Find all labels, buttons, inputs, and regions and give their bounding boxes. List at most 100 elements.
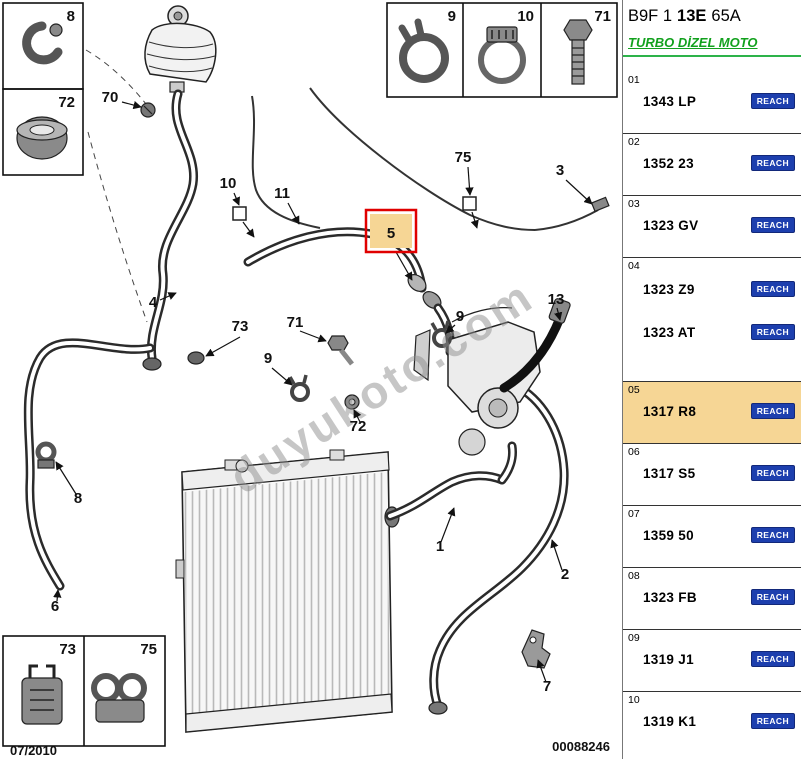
callout-13[interactable]: 13 [548,291,565,308]
row-index: 02 [628,136,640,148]
callout-6[interactable]: 6 [51,598,59,615]
inset-label-8: 8 [67,8,75,25]
part-code: B9F 1 13E 65A [623,0,801,26]
panel-header: B9F 1 13E 65A TURBO DİZEL MOTO [623,0,801,72]
callout-4[interactable]: 4 [149,294,158,311]
reach-badge[interactable]: REACH [750,527,795,543]
callout-71[interactable]: 71 [287,314,304,331]
part-number: 1319 K1 [643,713,697,729]
square-marker-75 [462,196,477,211]
clamp-73b [187,351,205,365]
parts-row-01[interactable]: 01 1343 LP REACH [623,72,801,134]
callout-5-highlight[interactable]: 5 [364,208,418,254]
parts-panel: B9F 1 13E 65A TURBO DİZEL MOTO 01 1343 L… [622,0,801,759]
row-index: 04 [628,260,640,272]
row-index: 06 [628,446,640,458]
reach-badge[interactable]: REACH [750,589,795,605]
reach-badge[interactable]: REACH [750,465,795,481]
row-index: 01 [628,74,640,86]
callout-75[interactable]: 75 [455,149,472,166]
hose-4 [146,89,199,363]
reach-badge[interactable]: REACH [750,324,795,340]
row-index: 09 [628,632,640,644]
exploded-diagram: .lbl{font:bold 15px "Liberation Sans",sa… [2,2,618,758]
inset-label-9: 9 [448,8,456,25]
parts-row-03[interactable]: 03 1323 GV REACH [623,196,801,258]
dashed-leader-lines [85,49,148,323]
sheet-number: 00088246 [552,739,610,754]
pipe-end-fitting [590,196,610,213]
grommet-icon [16,116,68,160]
parts-row-07[interactable]: 07 1359 50 REACH [623,506,801,568]
hose-1 [384,471,507,528]
bolt-71-in-place [327,335,354,366]
parts-rows: 01 1343 LP REACH 02 1352 23 REACH 03 132… [623,72,801,759]
callout-73[interactable]: 73 [232,318,249,335]
callout-8[interactable]: 8 [74,490,82,507]
callout-3[interactable]: 3 [556,162,564,179]
callout-7[interactable]: 7 [543,678,551,695]
hose-6 [23,338,155,591]
callout-9-upper[interactable]: 9 [456,308,464,325]
row-index: 07 [628,508,640,520]
callout-9-lower[interactable]: 9 [264,350,272,367]
model-subtitle: TURBO DİZEL MOTO [623,35,801,57]
reach-badge[interactable]: REACH [750,651,795,667]
inset-label-75: 75 [140,641,157,658]
pipe-clip-icon [21,664,63,725]
callout-11[interactable]: 11 [274,185,290,202]
clamp-9-lower [288,374,310,402]
hook-clamp-icon [22,21,63,65]
part-number: 1317 R8 [643,403,697,419]
hook-clamp-8-in-place [35,441,57,469]
clamp-73a [142,357,162,371]
inset-label-73: 73 [59,641,76,658]
callout-70[interactable]: 70 [102,89,119,106]
parts-row-09[interactable]: 09 1319 J1 REACH [623,630,801,692]
parts-row-06[interactable]: 06 1317 S5 REACH [623,444,801,506]
reach-badge[interactable]: REACH [750,281,795,297]
reach-badge[interactable]: REACH [750,93,795,109]
parts-row-02[interactable]: 02 1352 23 REACH [623,134,801,196]
parts-row-04[interactable]: 04 1323 Z9 REACH 1323 AT REACH [623,258,801,382]
inset-label-10: 10 [517,8,534,25]
callout-10[interactable]: 10 [220,175,237,192]
parts-row-10[interactable]: 10 1319 K1 REACH [623,692,801,759]
spring-clamp-icon [398,18,449,83]
code-suffix: 65A [711,7,741,25]
part-number: 1323 FB [643,589,697,605]
code-prefix: B9F 1 [628,7,673,25]
dark-hose-13 [499,313,565,393]
callout-2[interactable]: 2 [561,566,569,583]
parts-row-08[interactable]: 08 1323 FB REACH [623,568,801,630]
callout-5[interactable]: 5 [387,225,395,242]
grommet-72-in-place [344,394,360,410]
inset-clips: 73 75 [2,635,166,747]
reach-badge[interactable]: REACH [750,217,795,233]
square-marker-10 [232,206,247,221]
clip-70 [140,102,156,118]
reach-badge[interactable]: REACH [750,155,795,171]
reach-badge[interactable]: REACH [750,713,795,729]
bracket-7 [521,629,551,669]
callout-1[interactable]: 1 [436,538,444,555]
part-number: 1343 LP [643,93,697,109]
hose-2 [428,383,569,715]
inset-label-71: 71 [594,8,611,25]
code-main: 13E [677,7,707,25]
leader-lines [53,101,593,683]
row-index: 03 [628,198,640,210]
part-number: 1323 AT [643,324,696,340]
parts-row-05-selected[interactable]: 05 1317 R8 REACH [623,382,801,444]
parts-diagram-svg: .lbl{font:bold 15px "Liberation Sans",sa… [2,2,618,758]
callout-72[interactable]: 72 [350,418,367,435]
reach-badge[interactable]: REACH [750,403,795,419]
double-clip-icon [91,673,147,723]
part-number: 1319 J1 [643,651,694,667]
overflow-pipes [251,87,610,231]
worm-clamp-icon [478,26,526,84]
part-number: 1352 23 [643,155,694,171]
row-index: 08 [628,570,640,582]
part-number: 1323 Z9 [643,281,695,297]
inset-hook-clamp-8: 8 [2,2,84,90]
